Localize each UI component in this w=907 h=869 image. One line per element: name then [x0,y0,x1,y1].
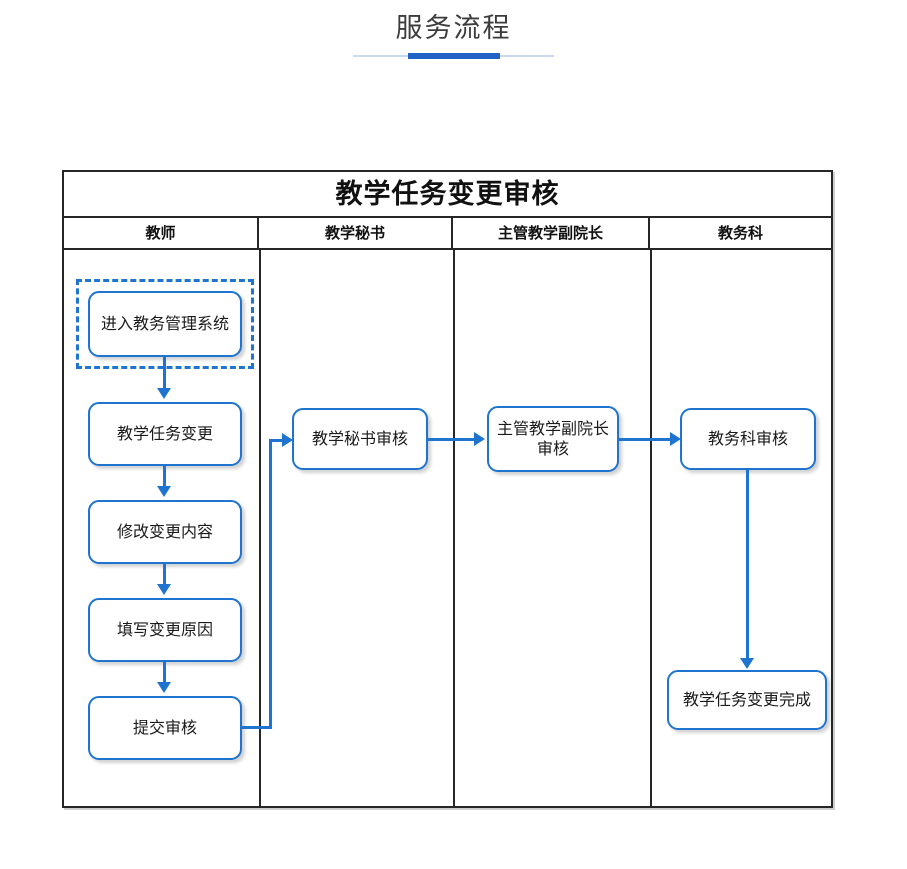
node-enter-academic-system[interactable]: 进入教务管理系统 [88,291,242,357]
arrowhead-n6-n7 [474,432,485,446]
connector-n6-n7 [428,438,477,441]
swimlane-divider-1 [259,250,261,806]
swimlane-divider-2 [453,250,455,806]
swimlane-header-secretary: 教学秘书 [259,218,453,248]
arrowhead-n7-n8 [670,432,681,446]
arrowhead-n3-n4 [157,584,171,595]
node-fill-change-reason[interactable]: 填写变更原因 [88,598,242,662]
arrowhead-n4-n5 [157,682,171,693]
node-academic-office-review[interactable]: 教务科审核 [680,408,816,470]
swimlane-divider-3 [650,250,652,806]
node-teaching-task-change[interactable]: 教学任务变更 [88,402,242,466]
connector-n1-n2 [163,357,166,390]
connector-n8-n9 [746,470,749,662]
connector-n5-n6-horizontal-out [242,726,272,729]
title-rule-accent [408,53,500,59]
arrowhead-n5-n6 [282,433,293,447]
arrowhead-n2-n3 [157,486,171,497]
flowchart-title: 教学任务变更审核 [64,172,831,218]
arrowhead-n1-n2 [157,388,171,399]
node-modify-change-content[interactable]: 修改变更内容 [88,500,242,564]
page-title: 服务流程 [395,13,512,44]
node-change-completed[interactable]: 教学任务变更完成 [667,670,827,730]
swimlane-header-academic-office: 教务科 [717,224,763,242]
page-header: 服务流程 [0,0,907,80]
connector-n5-n6-vertical [269,439,272,729]
connector-n5-n6-horizontal-in [269,439,285,442]
swimlane-header-vice-dean: 主管教学副院长 [453,218,650,248]
connector-n4-n5 [163,662,166,684]
swimlane-header-teacher: 教师 [64,218,259,248]
node-submit-review[interactable]: 提交审核 [88,696,242,760]
swimlane-header-row: 教师 教学秘书 主管教学副院长 教务科 [64,218,831,250]
node-secretary-review[interactable]: 教学秘书审核 [292,408,428,470]
connector-n2-n3 [163,466,166,488]
connector-n7-n8 [619,438,673,441]
flowchart-swimlane-table: 教学任务变更审核 教师 教学秘书 主管教学副院长 教务科 进入教务管理系统 教学… [62,170,833,808]
swimlane-body: 进入教务管理系统 教学任务变更 修改变更内容 填写变更原因 提交审核 教学秘书审… [64,250,831,806]
connector-n3-n4 [163,564,166,586]
node-vice-dean-review[interactable]: 主管教学副院长 审核 [487,406,619,472]
arrowhead-n8-n9 [740,658,754,669]
